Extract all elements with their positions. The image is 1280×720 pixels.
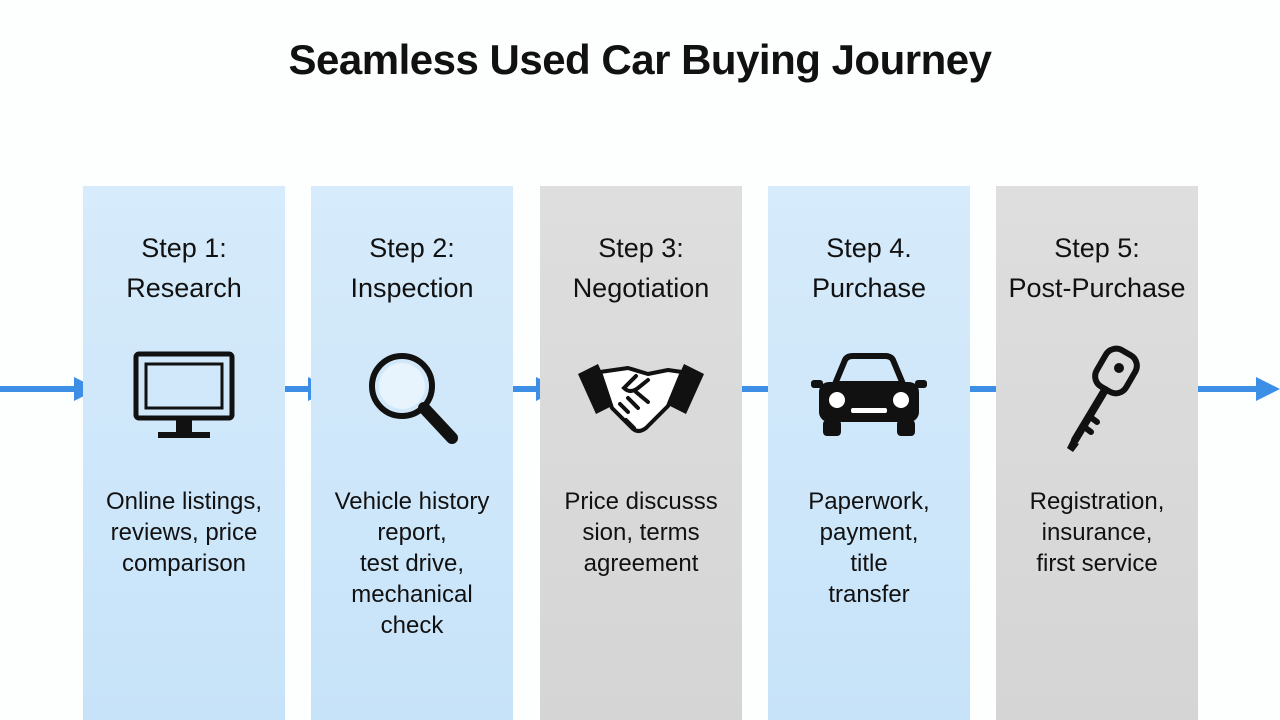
monitor-icon [124,344,244,454]
step-1-panel: Step 1: Research Online listings, review… [83,186,285,720]
step-1-description: Online listings, reviews, price comparis… [105,488,263,577]
step-4-description: Paperwork, payment, title transfer [808,488,930,608]
step-5-name: Post-Purchase [1008,273,1186,303]
arrow-right-icon [1198,376,1280,402]
magnifier-icon [352,344,472,454]
step-5-title: Step 5: Post-Purchase [996,228,1198,308]
diagram-title: Seamless Used Car Buying Journey [288,36,992,83]
step-2-description: Vehicle history report, test drive, mech… [334,488,490,639]
step-3-name: Negotiation [572,273,710,303]
step-4-title: Step 4. Purchase [768,228,970,308]
step-4-number: Step 4. [826,233,912,263]
step-2-title: Step 2: Inspection [311,228,513,308]
step-1-number: Step 1: [141,233,227,263]
key-icon [1037,344,1157,454]
step-4-name: Purchase [811,273,927,303]
step-1-name: Research [126,273,242,303]
step-4-panel: Step 4. Purchase Paperwork, payment, tit… [768,186,970,720]
step-2-panel: Step 2: Inspection Vehicle history repor… [311,186,513,720]
step-5-panel: Step 5: Post-Purchase Registration, insu… [996,186,1198,720]
step-2-name: Inspection [350,273,474,303]
step-5-number: Step 5: [1054,233,1140,263]
handshake-icon [576,344,706,454]
step-5-description: Registration, insurance, first service [1029,488,1165,577]
step-2-number: Step 2: [369,233,455,263]
step-3-panel: Step 3: Negotiation Price discusss sion,… [540,186,742,720]
car-icon [809,344,929,454]
step-3-number: Step 3: [598,233,684,263]
step-3-description: Price discusss sion, terms agreement [564,488,718,577]
step-1-title: Step 1: Research [83,228,285,308]
step-3-title: Step 3: Negotiation [540,228,742,308]
